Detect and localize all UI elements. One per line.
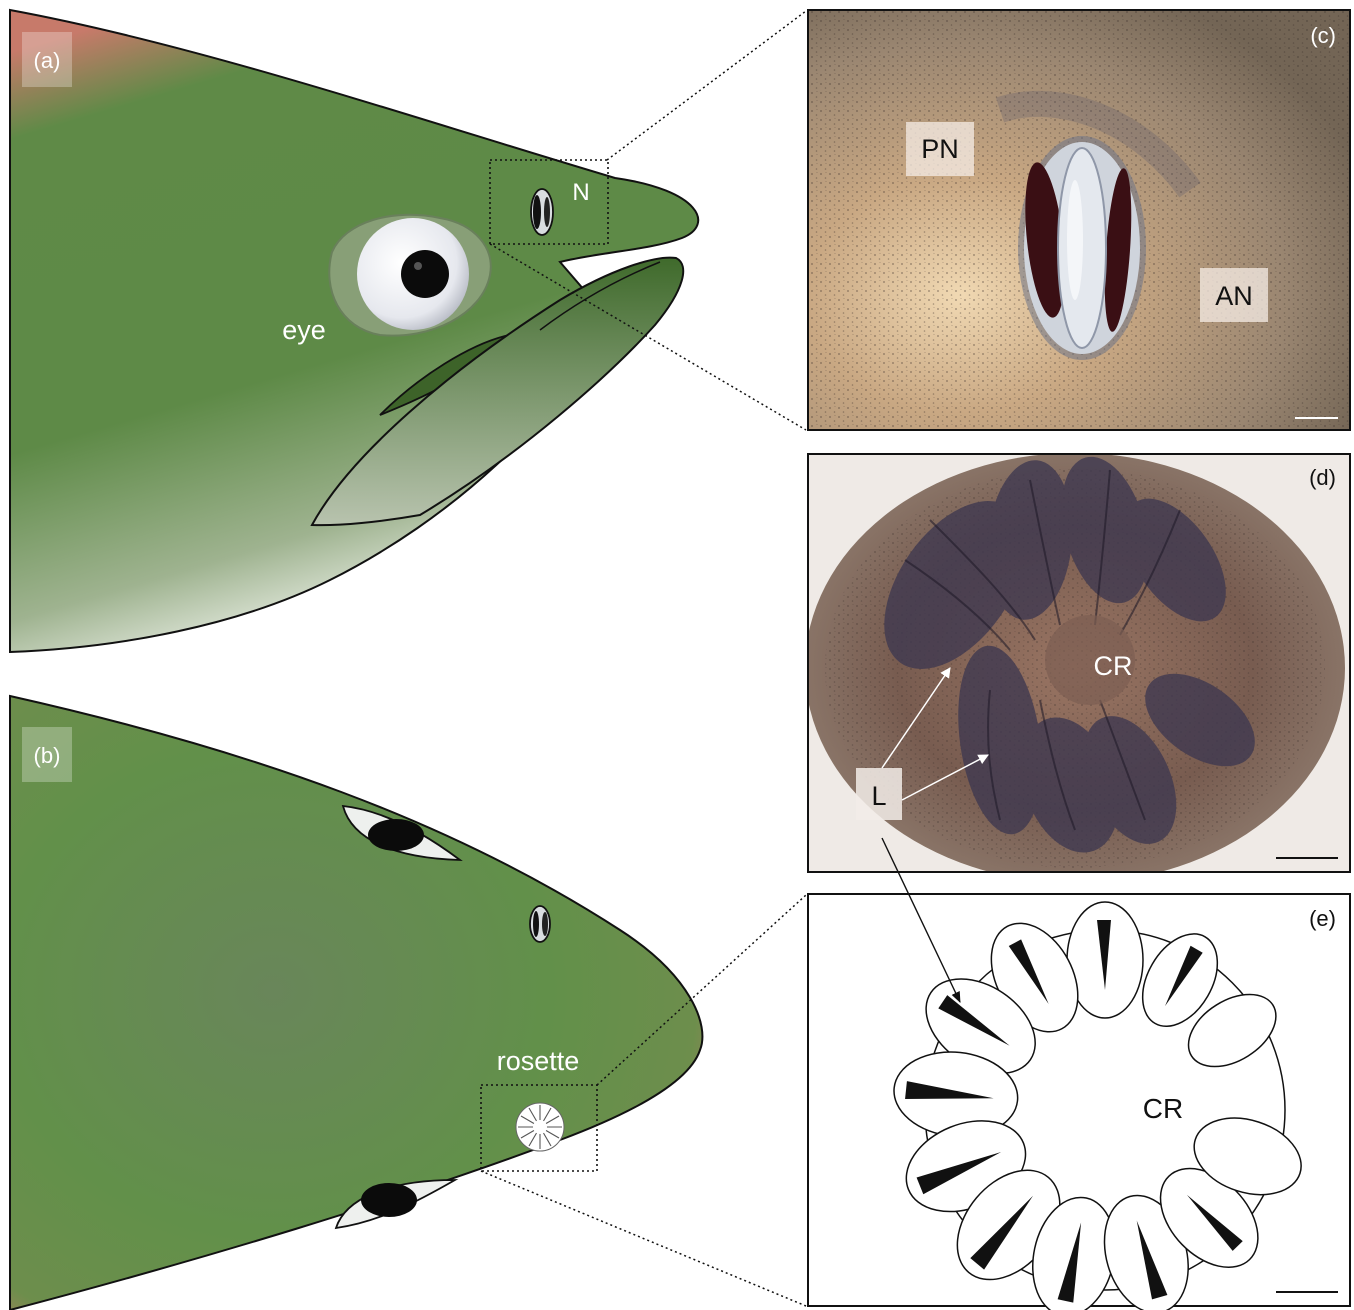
nostril-label: N xyxy=(572,179,589,206)
central-raphe-label-drawing: CR xyxy=(1143,1093,1183,1124)
nostril-lateral xyxy=(531,189,553,235)
panel-a-letter: (a) xyxy=(34,48,61,73)
panel-b-ventral-head: (b) rosette xyxy=(10,696,702,1310)
panel-a-lateral-head: (a) N eye xyxy=(10,10,698,652)
eye-label: eye xyxy=(282,315,326,345)
panel-c-nostril-photo: (c) PN AN xyxy=(808,10,1350,430)
panel-e-letter: (e) xyxy=(1309,906,1336,931)
rosette-label: rosette xyxy=(497,1046,580,1076)
panel-e-rosette-drawing: (e) xyxy=(808,894,1350,1310)
panel-c-letter: (c) xyxy=(1310,23,1336,48)
panel-d-letter: (d) xyxy=(1309,465,1336,490)
nostril-ventral xyxy=(530,906,550,942)
lamellae-label: L xyxy=(871,781,886,811)
central-raphe-label-photo: CR xyxy=(1094,651,1133,681)
panel-d-rosette-photo: (d) CR L xyxy=(805,447,1350,883)
rosette-mini xyxy=(516,1103,564,1151)
panel-b-letter: (b) xyxy=(34,743,61,768)
nostril-opening xyxy=(1018,136,1146,360)
anterior-nostril-label: AN xyxy=(1215,281,1253,311)
posterior-nostril-label: PN xyxy=(921,134,959,164)
